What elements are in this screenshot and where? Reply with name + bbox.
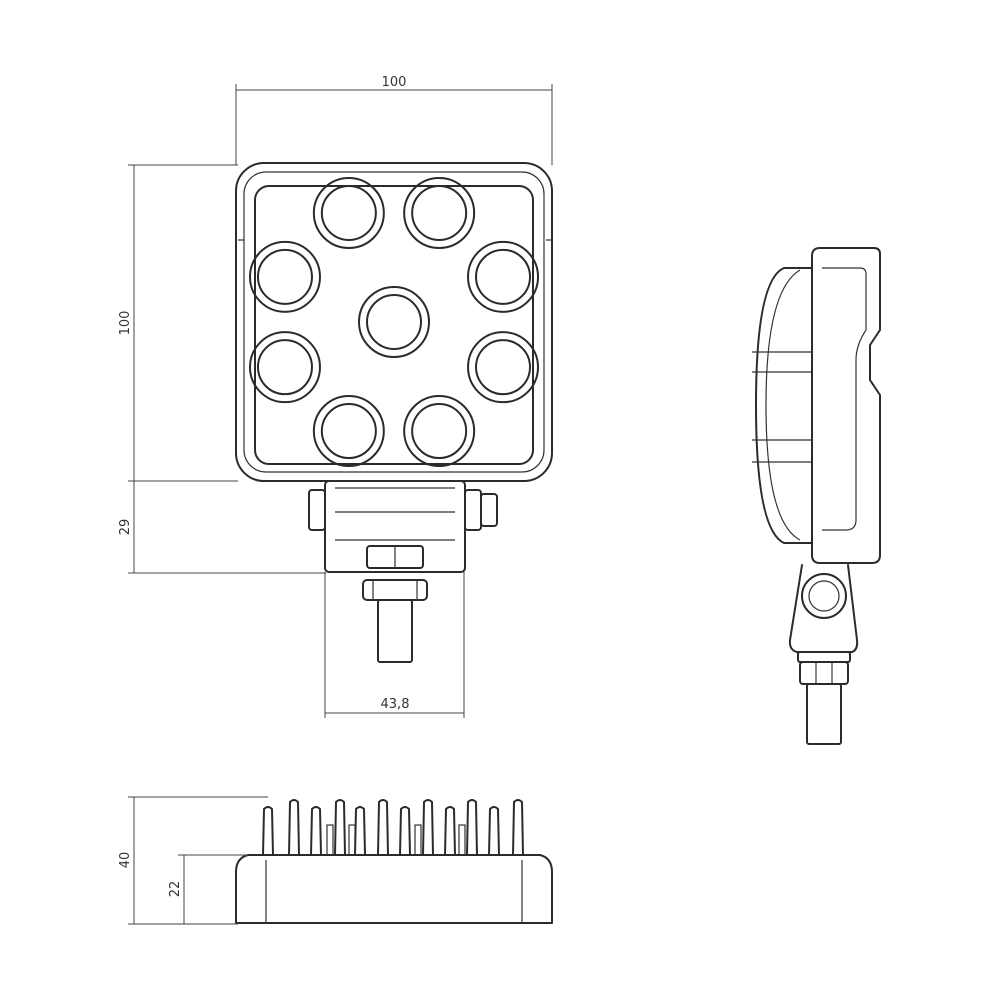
- bottom-view: 40 22: [118, 796, 553, 925]
- led-lens-8: [256, 248, 313, 305]
- front-view: 100 100 29 43,8: [118, 75, 553, 718]
- dim-width-label: 100: [382, 75, 407, 90]
- heat-sink-fin-6: [399, 806, 411, 856]
- led-lens-7: [256, 339, 313, 396]
- led-ring-2: [403, 176, 476, 249]
- led-ring-7: [248, 331, 321, 404]
- led-ring-5: [403, 395, 476, 468]
- led-ring-1: [312, 176, 385, 249]
- heat-sink-fin-9: [466, 799, 478, 856]
- side-housing: [811, 247, 881, 564]
- led-ring-8: [248, 240, 321, 313]
- dim-housing-depth-label: 22: [168, 881, 183, 898]
- heat-sink-fin-8: [444, 806, 456, 856]
- led-lens-1: [320, 184, 377, 241]
- heat-sink-rib-0: [326, 824, 334, 856]
- dim-bracket-height-label: 29: [118, 519, 133, 536]
- dim-bracket-height: 29: [118, 481, 326, 574]
- led-lens-0: [366, 294, 422, 350]
- heat-sink-fin-1: [288, 799, 300, 856]
- led-lens-3: [475, 248, 532, 305]
- dim-width: 100: [235, 75, 553, 165]
- led-ring-0: [358, 286, 430, 358]
- side-pivot-knob: [801, 573, 847, 619]
- led-ring-3: [467, 240, 540, 313]
- led-lens-4: [475, 339, 532, 396]
- heat-sink-fin-5: [377, 799, 389, 856]
- front-lens-panel: [254, 185, 534, 465]
- led-ring-6: [312, 395, 385, 468]
- dim-total-depth: 40: [118, 796, 268, 925]
- dim-total-depth-label: 40: [118, 852, 133, 869]
- front-housing-rim: [243, 171, 545, 473]
- heat-sink-fin-7: [422, 799, 434, 856]
- heat-sink-rib-2: [414, 824, 422, 856]
- led-lens-6: [320, 403, 377, 460]
- led-ring-4: [467, 331, 540, 404]
- heat-sink-fin-4: [354, 806, 366, 856]
- dim-height: 100: [118, 164, 238, 482]
- side-view: [752, 247, 881, 745]
- side-bracket: [788, 564, 859, 653]
- mounting-bracket: [308, 480, 498, 663]
- front-housing-outer: [235, 162, 553, 482]
- led-group: [248, 176, 540, 468]
- dim-housing-depth: 22: [168, 854, 248, 924]
- heat-sink-fin-10: [488, 806, 500, 856]
- led-lens-5: [411, 403, 468, 460]
- dim-bracket-width: 43,8: [324, 572, 465, 718]
- fin-group: [262, 799, 524, 856]
- dim-bracket-width-label: 43,8: [381, 697, 410, 712]
- heat-sink-fin-3: [334, 799, 346, 856]
- bottom-housing: [235, 854, 553, 924]
- heat-sink-fin-2: [310, 806, 322, 856]
- led-lens-2: [411, 184, 468, 241]
- dim-height-label: 100: [118, 311, 133, 336]
- side-lens: [755, 267, 813, 544]
- heat-sink-fin-0: [262, 806, 274, 856]
- heat-sink-rib-3: [458, 824, 466, 856]
- heat-sink-fin-11: [512, 799, 524, 856]
